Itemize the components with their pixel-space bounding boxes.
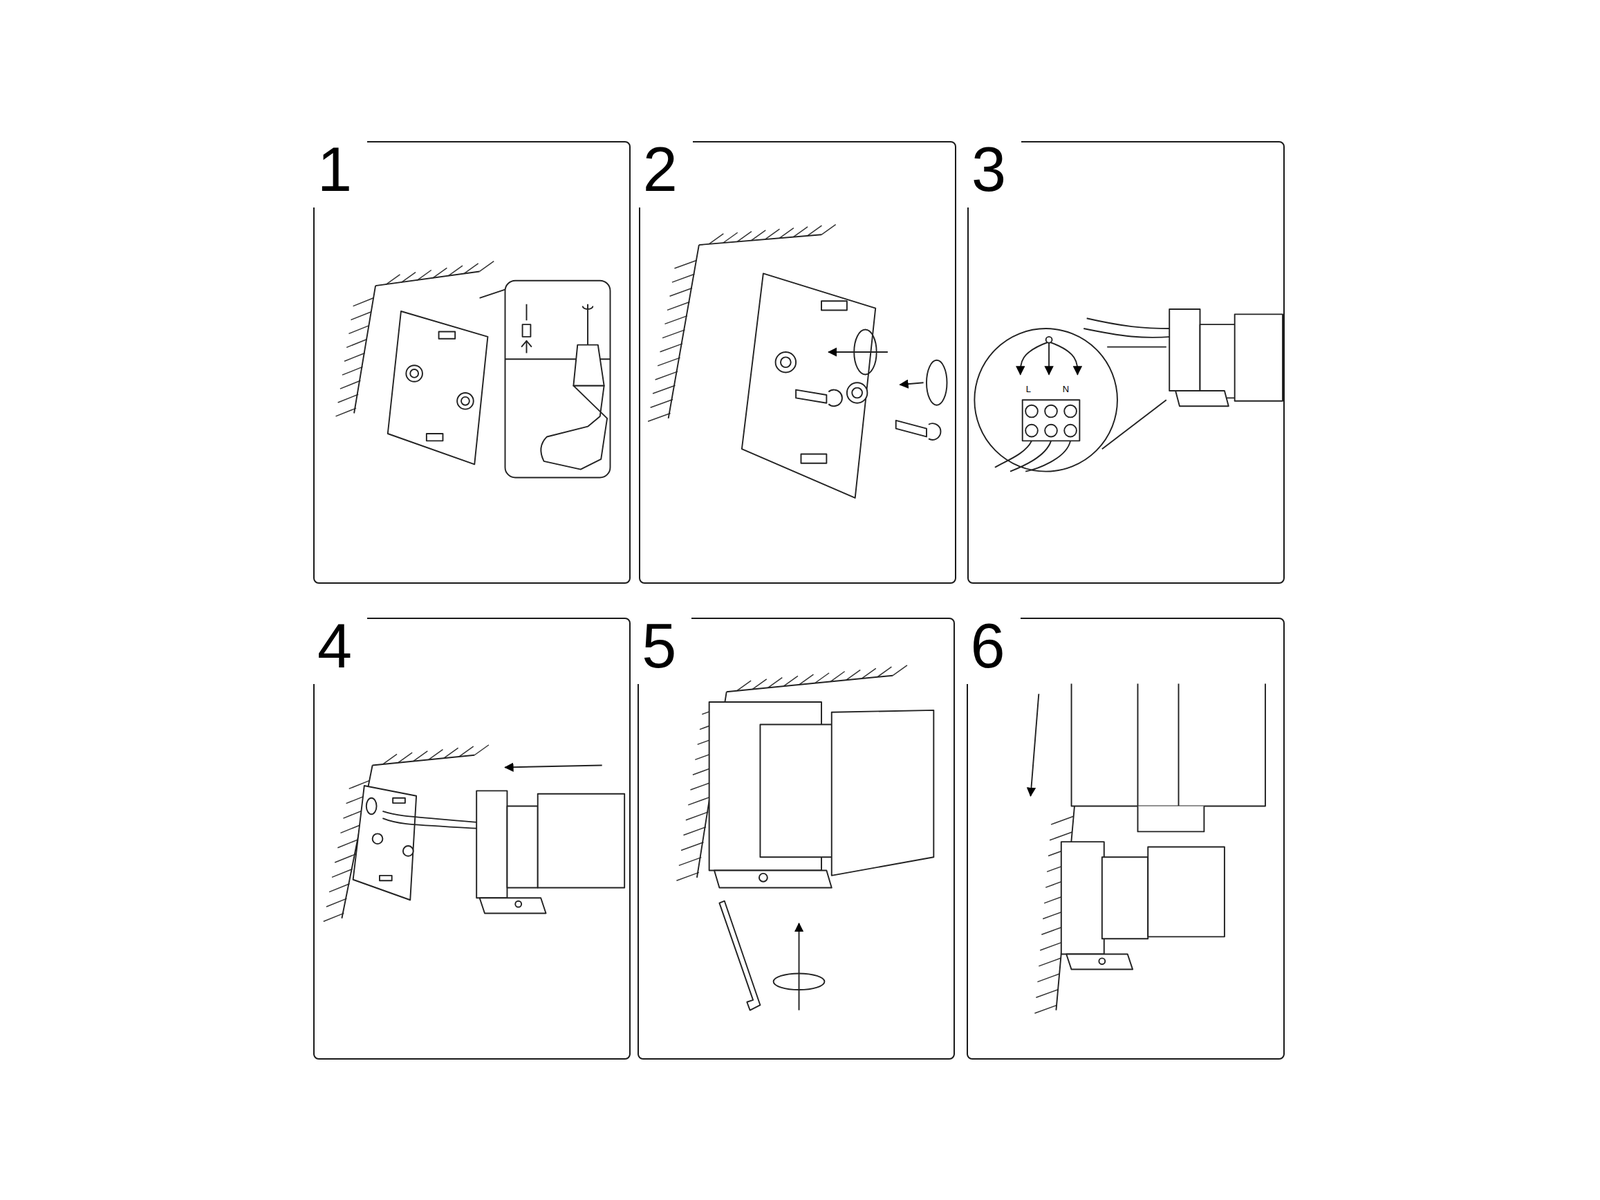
wall-hatch bbox=[385, 261, 494, 285]
wall-hatch bbox=[382, 744, 489, 765]
step-panel: 6 bbox=[966, 617, 1285, 1060]
step-number: 4 bbox=[309, 611, 368, 684]
terminal-label: N bbox=[1061, 383, 1071, 395]
step-panel: 5 bbox=[637, 617, 955, 1060]
step-panel: 4 bbox=[313, 617, 631, 1060]
wall-hatch bbox=[336, 298, 375, 417]
step-number: 5 bbox=[633, 611, 692, 684]
step-number: 2 bbox=[634, 135, 693, 208]
step-panel: 2 bbox=[638, 141, 957, 584]
step-number: 6 bbox=[962, 611, 1021, 684]
wall-hatch bbox=[709, 224, 836, 245]
terminal-label: L bbox=[1024, 383, 1033, 395]
step-number: 1 bbox=[309, 135, 368, 208]
step-panel: 3 bbox=[967, 141, 1285, 584]
wall-hatch bbox=[737, 665, 908, 691]
step-number: 3 bbox=[963, 135, 1022, 208]
step-panel: 1 bbox=[313, 141, 631, 584]
